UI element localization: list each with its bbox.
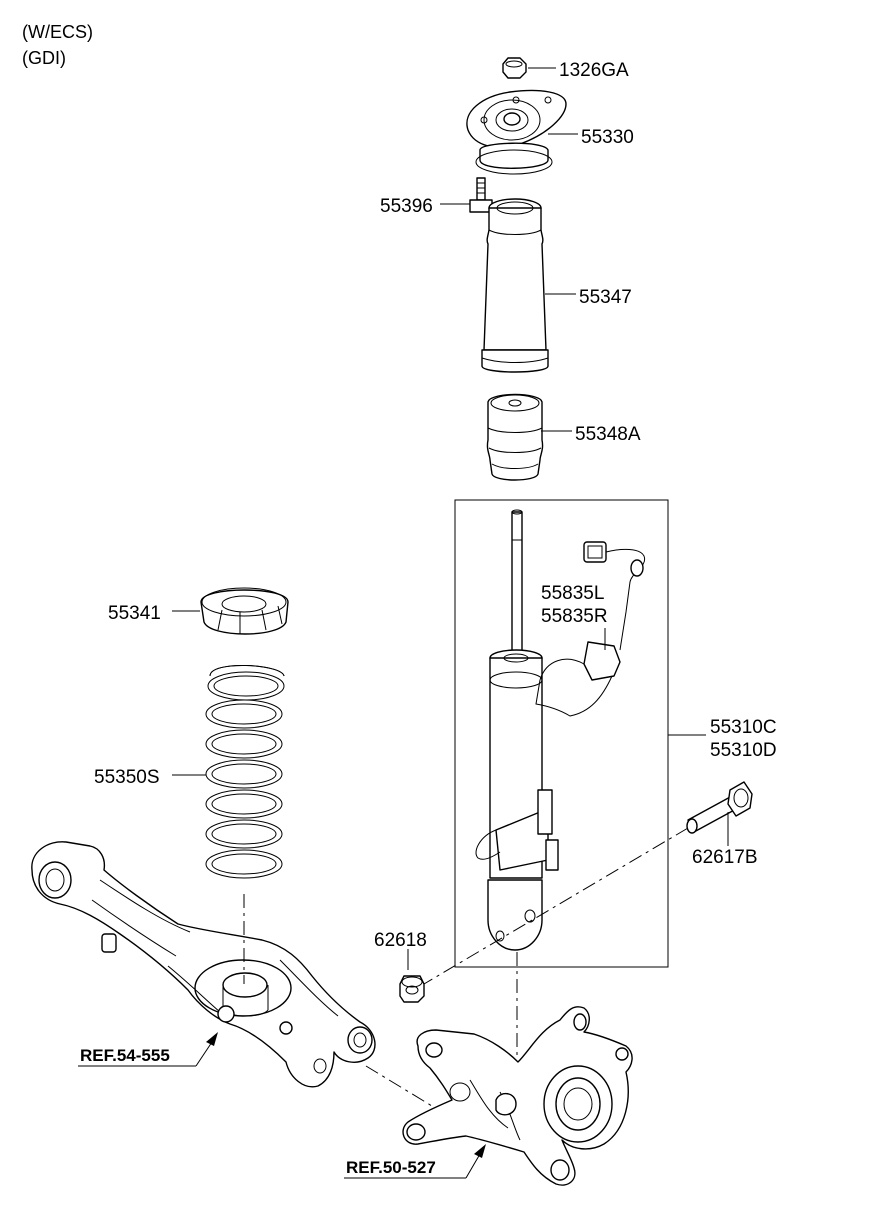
ref-arrow-50-527 <box>474 1144 486 1158</box>
part-label-1326ga[interactable]: 1326GA <box>559 60 629 81</box>
assembly-line-bolt <box>423 827 689 985</box>
ref-label-50-527[interactable]: REF.50-527 <box>346 1158 436 1177</box>
part-label-62617b[interactable]: 62617B <box>692 847 758 868</box>
part-label-55348a[interactable]: 55348A <box>575 424 641 445</box>
assembly-line-arm <box>365 1065 433 1107</box>
nut-62618-drawing <box>399 975 425 1003</box>
ref-leader-50-527 <box>465 1153 481 1179</box>
part-label-55310c[interactable]: 55310C <box>710 717 777 738</box>
ref-label-54-555[interactable]: REF.54-555 <box>80 1046 170 1065</box>
part-label-55835r[interactable]: 55835R <box>541 606 608 627</box>
part-label-55341[interactable]: 55341 <box>108 603 161 624</box>
part-label-55310d[interactable]: 55310D <box>710 740 777 761</box>
shock-absorber-55310-drawing <box>475 509 646 951</box>
ref-leader-54-555 <box>195 1041 213 1067</box>
strut-mount-55330-drawing <box>466 89 567 175</box>
part-label-55347[interactable]: 55347 <box>579 287 632 308</box>
dust-cover-55347-drawing <box>481 198 549 373</box>
coil-spring-55350s-drawing <box>205 664 285 879</box>
bump-stopper-55348a-drawing <box>486 393 544 481</box>
nut-1326ga-drawing <box>502 57 527 79</box>
condition-gdi: (GDI) <box>22 48 66 68</box>
part-label-55835l[interactable]: 55835L <box>541 583 604 604</box>
ref-arrow-54-555 <box>206 1032 218 1046</box>
lower-arm-drawing <box>31 841 376 1088</box>
part-label-55350s[interactable]: 55350S <box>94 767 160 788</box>
condition-ecs: (W/ECS) <box>22 22 93 42</box>
knuckle-drawing <box>402 1006 633 1186</box>
part-label-55330[interactable]: 55330 <box>581 127 634 148</box>
shock-absorber-group-frame <box>454 499 669 968</box>
bolt-62617b-drawing <box>686 781 753 834</box>
spring-pad-55341-drawing <box>200 587 289 635</box>
part-label-62618[interactable]: 62618 <box>374 930 427 951</box>
part-label-55396[interactable]: 55396 <box>380 196 433 217</box>
